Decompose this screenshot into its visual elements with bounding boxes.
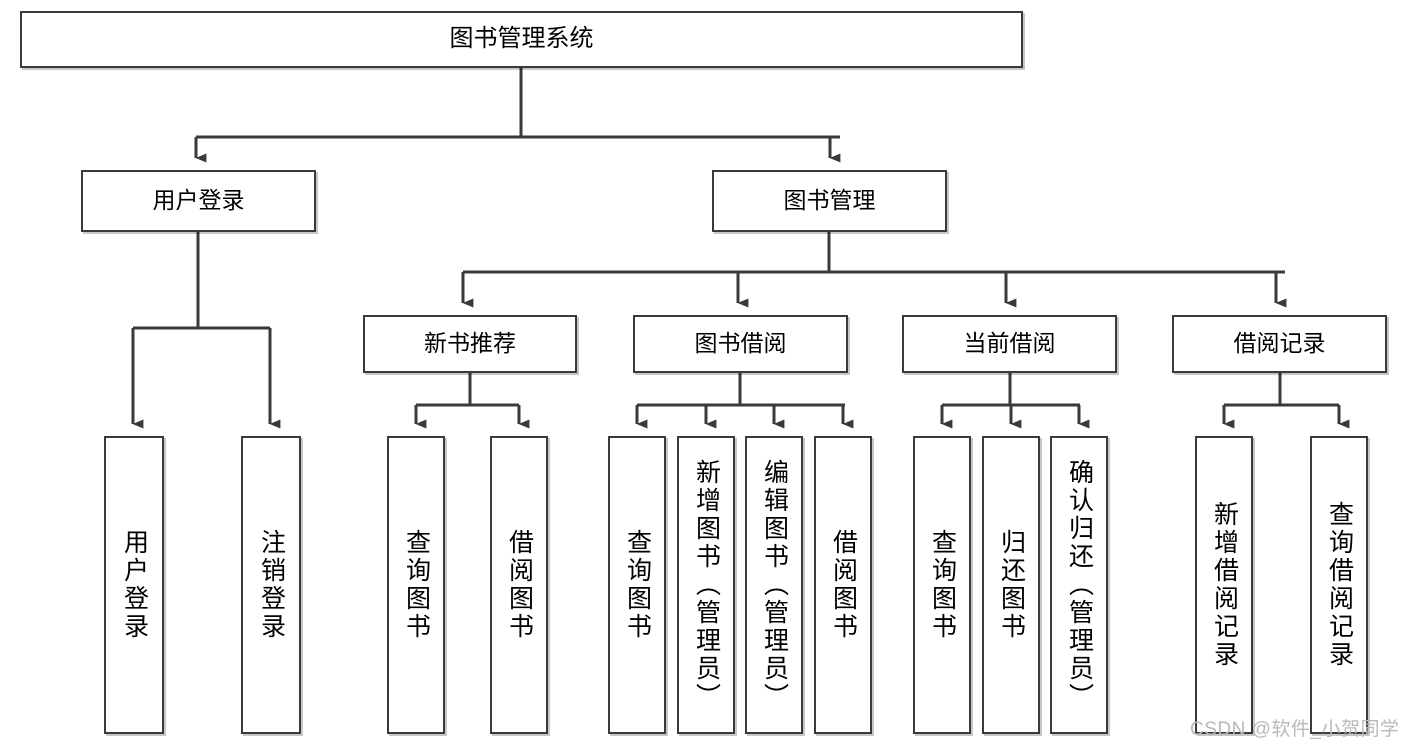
node-new-book-recommend[interactable]: 新书推荐: [363, 315, 577, 373]
node-leaf-query-book-1[interactable]: 查询图书: [387, 436, 445, 734]
node-leaf-confirm-return[interactable]: 确认归还（管理员）: [1050, 436, 1108, 734]
node-label: 用户登录: [152, 187, 245, 214]
node-label: 图书管理系统: [449, 25, 594, 53]
csdn-watermark: CSDN @软件_小贺同学: [1190, 719, 1400, 740]
node-label: 确认归还（管理员）: [1065, 459, 1094, 711]
node-label: 当前借阅: [963, 330, 1056, 357]
node-label: 查询借阅记录: [1325, 501, 1354, 669]
node-label: 查询图书: [402, 529, 431, 641]
node-label: 编辑图书（管理员）: [760, 459, 789, 711]
node-leaf-return-book[interactable]: 归还图书: [982, 436, 1040, 734]
node-leaf-query-book-2[interactable]: 查询图书: [608, 436, 666, 734]
node-label: 查询图书: [928, 529, 957, 641]
node-leaf-add-book[interactable]: 新增图书（管理员）: [677, 436, 735, 734]
node-label: 新书推荐: [424, 330, 516, 357]
node-label: 图书管理: [783, 187, 876, 214]
node-label: 新增图书（管理员）: [692, 459, 721, 711]
node-leaf-query-book-3[interactable]: 查询图书: [913, 436, 971, 734]
node-book-manage[interactable]: 图书管理: [712, 170, 947, 232]
node-borrow-record[interactable]: 借阅记录: [1172, 315, 1387, 373]
node-label: 用户登录: [120, 529, 149, 641]
node-leaf-edit-book[interactable]: 编辑图书（管理员）: [745, 436, 803, 734]
node-user-login[interactable]: 用户登录: [81, 170, 316, 232]
node-label: 借阅图书: [829, 529, 858, 641]
node-current-borrow[interactable]: 当前借阅: [902, 315, 1117, 373]
node-label: 借阅图书: [505, 529, 534, 641]
node-book-borrow[interactable]: 图书借阅: [633, 315, 848, 373]
node-leaf-borrow-book-2[interactable]: 借阅图书: [814, 436, 872, 734]
node-label: 归还图书: [997, 529, 1026, 641]
node-label: 新增借阅记录: [1210, 501, 1239, 669]
node-root-system[interactable]: 图书管理系统: [20, 11, 1023, 68]
node-leaf-logout-login[interactable]: 注销登录: [241, 436, 301, 734]
node-leaf-user-login[interactable]: 用户登录: [104, 436, 164, 734]
node-label: 注销登录: [257, 529, 286, 641]
node-leaf-borrow-book-1[interactable]: 借阅图书: [490, 436, 548, 734]
node-label: 借阅记录: [1233, 330, 1326, 357]
node-leaf-query-record[interactable]: 查询借阅记录: [1310, 436, 1368, 734]
node-label: 查询图书: [623, 529, 652, 641]
node-leaf-add-record[interactable]: 新增借阅记录: [1195, 436, 1253, 734]
node-label: 图书借阅: [694, 330, 787, 357]
